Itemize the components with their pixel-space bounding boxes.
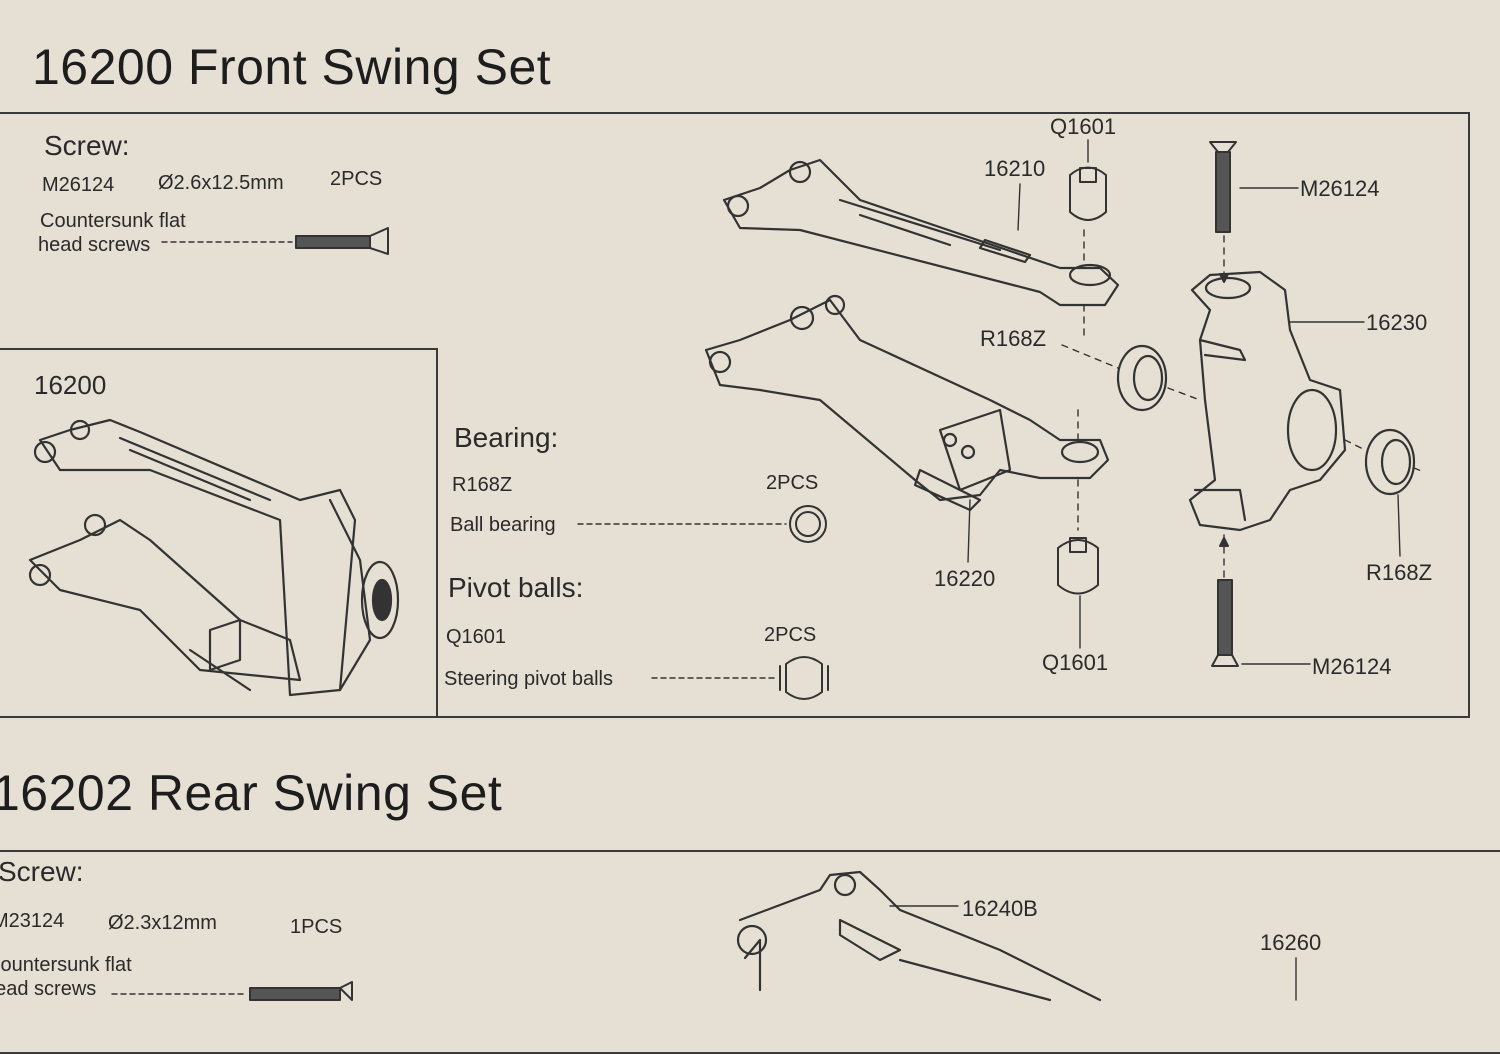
rear-screw-desc-line2: head screws (0, 978, 97, 1000)
axis-guide-lines (1061, 344, 1425, 473)
pivot-qty: 2PCS (764, 624, 817, 646)
rear-screw-code: M23124 (0, 910, 65, 932)
lower-arm-16220-icon (704, 294, 1110, 512)
callout-q1601-top: Q1601 (1050, 114, 1117, 139)
callout-screw-top: M26124 (1300, 176, 1380, 201)
bearing-qty: 2PCS (766, 472, 819, 494)
steering-knuckle-16230-icon (1188, 270, 1347, 532)
callout-arm-upper: 16210 (984, 156, 1046, 181)
screw-top-icon (1209, 141, 1237, 233)
bearing-right-icon (1364, 428, 1416, 496)
pivot-ball-bottom-icon (1057, 537, 1099, 595)
rear-arm-16240b-icon (736, 870, 1102, 1002)
front-section-title: 16200 Front Swing Set (32, 39, 552, 95)
screw-qty: 2PCS (330, 168, 383, 190)
rear-screw-size: Ø2.3x12mm (108, 912, 217, 934)
screw-icon (295, 227, 389, 255)
screw-desc-line2: head screws (38, 234, 151, 256)
pivot-ball-top-icon (1069, 166, 1107, 221)
front-section-frame (0, 112, 1470, 718)
bearing-left-icon (1116, 344, 1168, 412)
rear-screw-icon (249, 981, 353, 1001)
screw-size: Ø2.6x12.5mm (158, 172, 284, 194)
bearing-desc: Ball bearing (450, 514, 556, 536)
upper-arm-16210-icon (722, 158, 1120, 307)
pivot-code: Q1601 (446, 626, 507, 648)
screw-desc-line1: Countersunk flat (40, 210, 186, 232)
bearing-code: R168Z (452, 474, 513, 496)
callout-knuckle: 16230 (1366, 310, 1428, 335)
assembly-inset-frame (0, 348, 438, 718)
pivot-ball-icon (779, 656, 829, 700)
assembly-label: 16200 (34, 370, 107, 400)
pivot-heading: Pivot balls: (448, 572, 584, 603)
rear-screw-desc-line1: Countersunk flat (0, 954, 132, 976)
screw-heading: Screw: (44, 130, 130, 161)
callout-arm-lower: 16220 (934, 566, 996, 591)
rear-screw-heading: Screw: (0, 856, 84, 887)
rear-callout-part: 16260 (1260, 930, 1322, 955)
screw-bottom-icon (1211, 579, 1239, 667)
callout-screw-bottom: M26124 (1312, 654, 1392, 679)
ring-bearing-icon (789, 505, 827, 543)
screw-code: M26124 (42, 174, 115, 196)
rear-section-title: 16202 Rear Swing Set (0, 765, 503, 821)
bearing-heading: Bearing: (454, 422, 559, 453)
callout-bearing-right: R168Z (1366, 560, 1433, 585)
rear-callout-arm: 16240B (962, 896, 1038, 921)
arrow-markers (1219, 273, 1229, 547)
vertical-guide-lines (1077, 229, 1225, 579)
callout-q1601-bottom: Q1601 (1042, 650, 1109, 675)
callout-bearing-left: R168Z (980, 326, 1047, 351)
rear-screw-qty: 1PCS (290, 916, 343, 938)
pivot-desc: Steering pivot balls (444, 668, 613, 690)
parts-diagram (28, 139, 1425, 1002)
assembly-sketch-icon (28, 418, 400, 697)
callout-leader-lines (967, 139, 1401, 665)
